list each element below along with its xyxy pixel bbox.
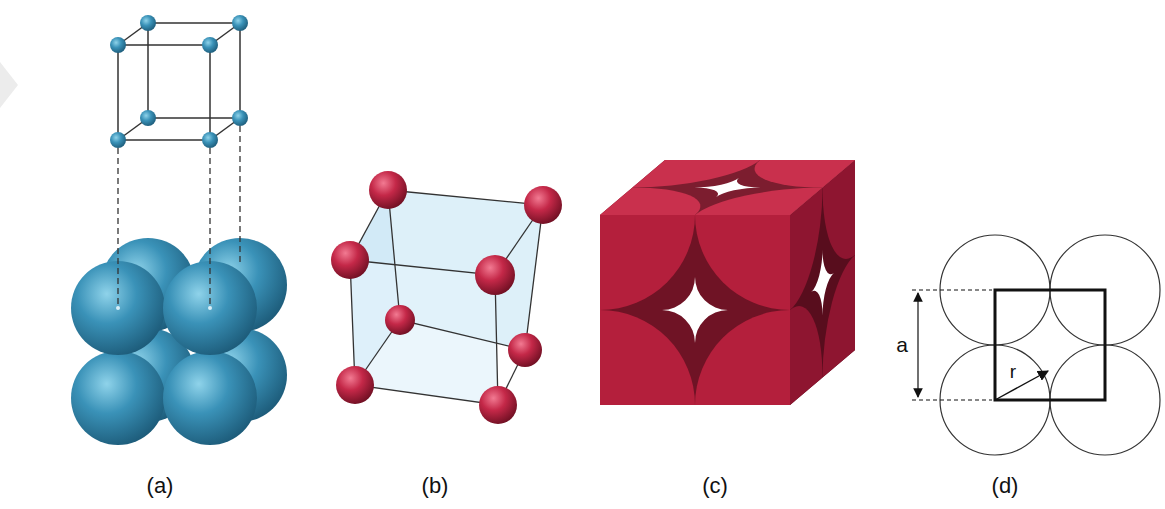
cell-square [995, 290, 1105, 400]
sphere-centres [116, 306, 212, 310]
panel-label: (c) [702, 474, 728, 498]
dimension-lines [912, 290, 992, 400]
cut-cell [600, 160, 855, 405]
panel-label: (d) [992, 474, 1019, 498]
section-circles [940, 235, 1160, 455]
dimension-label: a [896, 333, 908, 356]
panel-label: (a) [147, 474, 174, 498]
lattice-points [110, 15, 248, 148]
panel-label: (b) [422, 474, 449, 498]
unit-cell [331, 171, 562, 424]
projection-lines [118, 126, 240, 308]
lattice-wireframe [118, 23, 240, 140]
atom-spheres [71, 238, 287, 445]
edge-mark [0, 62, 18, 108]
radius-arrow [995, 371, 1048, 400]
radius-label: r [1010, 362, 1016, 383]
